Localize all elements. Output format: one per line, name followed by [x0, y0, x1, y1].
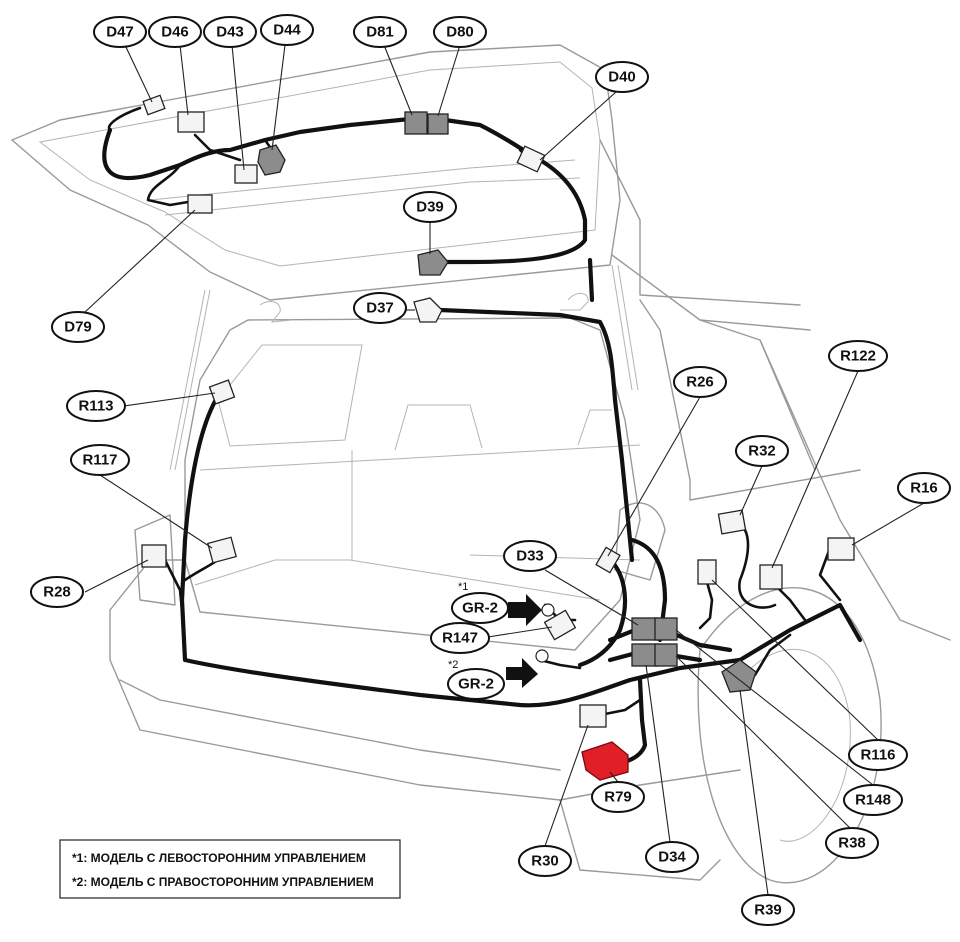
svg-text:R148: R148 — [855, 792, 891, 809]
label-d81: D81 — [353, 16, 407, 48]
connector-d37 — [413, 297, 443, 323]
svg-text:R113: R113 — [78, 398, 113, 415]
svg-text:R117: R117 — [82, 452, 117, 469]
svg-text:R39: R39 — [754, 902, 782, 919]
label-r122: R122 — [828, 340, 888, 372]
connector-d79 — [187, 194, 213, 214]
label-r30: R30 — [518, 845, 572, 877]
label-d79: D79 — [51, 311, 105, 343]
connector-d34 — [631, 643, 659, 667]
footnote-2: *2: МОДЕЛЬ С ПРАВОСТОРОННИМ УПРАВЛЕНИЕМ — [72, 875, 374, 889]
label-r79: R79 — [591, 781, 645, 813]
svg-text:D81: D81 — [366, 24, 394, 41]
label-r16: R16 — [897, 472, 951, 504]
label-d34: D34 — [645, 841, 699, 873]
label-d43: D43 — [203, 16, 257, 48]
connector-d40 — [516, 145, 546, 173]
svg-text:R32: R32 — [748, 443, 776, 460]
connector-r32 — [717, 509, 747, 535]
ground-point-1 — [541, 603, 555, 617]
connector-d81 — [404, 111, 428, 135]
svg-text:D43: D43 — [216, 24, 244, 41]
arrow-gr2-1 — [508, 594, 542, 626]
label-bubbles: D47 D46 D43 D44 D81 D80 D40 D39 D79 D37 … — [30, 14, 951, 926]
svg-text:D44: D44 — [273, 22, 301, 39]
connector-r30 — [579, 704, 607, 728]
label-d33: D33 — [503, 540, 557, 572]
svg-text:R16: R16 — [910, 480, 938, 497]
connectors — [141, 94, 855, 781]
connector-d43 — [234, 164, 258, 184]
connector-r113 — [208, 379, 236, 405]
connector-r148 — [654, 617, 678, 641]
connector-r26 — [595, 546, 621, 574]
connector-r39 — [721, 659, 757, 693]
svg-text:R122: R122 — [840, 348, 876, 365]
svg-text:D34: D34 — [658, 849, 686, 866]
connector-d47 — [142, 94, 166, 116]
connector-d39 — [417, 249, 449, 276]
label-gr2-2: GR-2 — [447, 668, 505, 700]
leader-lines — [84, 44, 925, 896]
label-r117: R117 — [70, 444, 130, 476]
label-r147: R147 — [430, 622, 490, 654]
ground-point-2 — [535, 649, 549, 663]
svg-text:D39: D39 — [416, 199, 444, 216]
label-d40: D40 — [595, 61, 649, 93]
vehicle-body-outline — [11, 44, 951, 884]
svg-text:D40: D40 — [608, 69, 636, 86]
svg-text:R38: R38 — [838, 835, 866, 852]
label-gr2-1: GR-2 — [451, 592, 509, 624]
connector-r116 — [697, 559, 717, 585]
svg-text:D79: D79 — [64, 319, 92, 336]
label-d44: D44 — [260, 14, 314, 46]
svg-text:R28: R28 — [43, 584, 71, 601]
connector-d46 — [177, 111, 205, 133]
arrow-gr2-2 — [506, 658, 538, 688]
connector-d33 — [631, 617, 659, 641]
footnote-box: *1: МОДЕЛЬ С ЛЕВОСТОРОННИМ УПРАВЛЕНИЕМ *… — [59, 839, 401, 899]
svg-text:D47: D47 — [106, 24, 134, 41]
svg-text:GR-2: GR-2 — [462, 600, 498, 617]
label-d39: D39 — [403, 191, 457, 223]
svg-text:D46: D46 — [161, 24, 189, 41]
connector-d80 — [427, 113, 449, 135]
label-d47: D47 — [93, 16, 147, 48]
label-d80: D80 — [433, 16, 487, 48]
label-r148: R148 — [843, 784, 903, 816]
svg-text:R147: R147 — [442, 630, 478, 647]
marker-star-2: *2 — [448, 659, 458, 671]
connector-r147 — [543, 609, 577, 641]
connector-r79 — [581, 741, 629, 781]
svg-text:D33: D33 — [516, 548, 544, 565]
label-r26: R26 — [673, 366, 727, 398]
marker-star-1: *1 — [458, 581, 468, 593]
svg-text:GR-2: GR-2 — [458, 676, 494, 693]
footnote-1: *1: МОДЕЛЬ С ЛЕВОСТОРОННИМ УПРАВЛЕНИЕМ — [72, 851, 366, 865]
label-d46: D46 — [148, 16, 202, 48]
svg-text:R79: R79 — [604, 789, 632, 806]
connector-r38 — [654, 643, 678, 667]
label-r116: R116 — [848, 739, 908, 771]
svg-text:R26: R26 — [686, 374, 714, 391]
svg-text:R30: R30 — [531, 853, 559, 870]
connector-r28 — [141, 544, 167, 568]
label-r28: R28 — [30, 576, 84, 608]
connector-r122 — [759, 564, 783, 590]
svg-text:R116: R116 — [860, 747, 895, 764]
label-r38: R38 — [825, 827, 879, 859]
label-d37: D37 — [353, 292, 407, 324]
connector-r16 — [827, 537, 855, 561]
ground-arrows: *1 *2 — [448, 581, 542, 688]
connector-r117 — [207, 536, 237, 564]
svg-text:D37: D37 — [366, 300, 394, 317]
label-r113: R113 — [66, 390, 126, 422]
label-r32: R32 — [735, 435, 789, 467]
svg-text:D80: D80 — [446, 24, 474, 41]
label-r39: R39 — [741, 894, 795, 926]
connector-d44 — [257, 144, 286, 176]
